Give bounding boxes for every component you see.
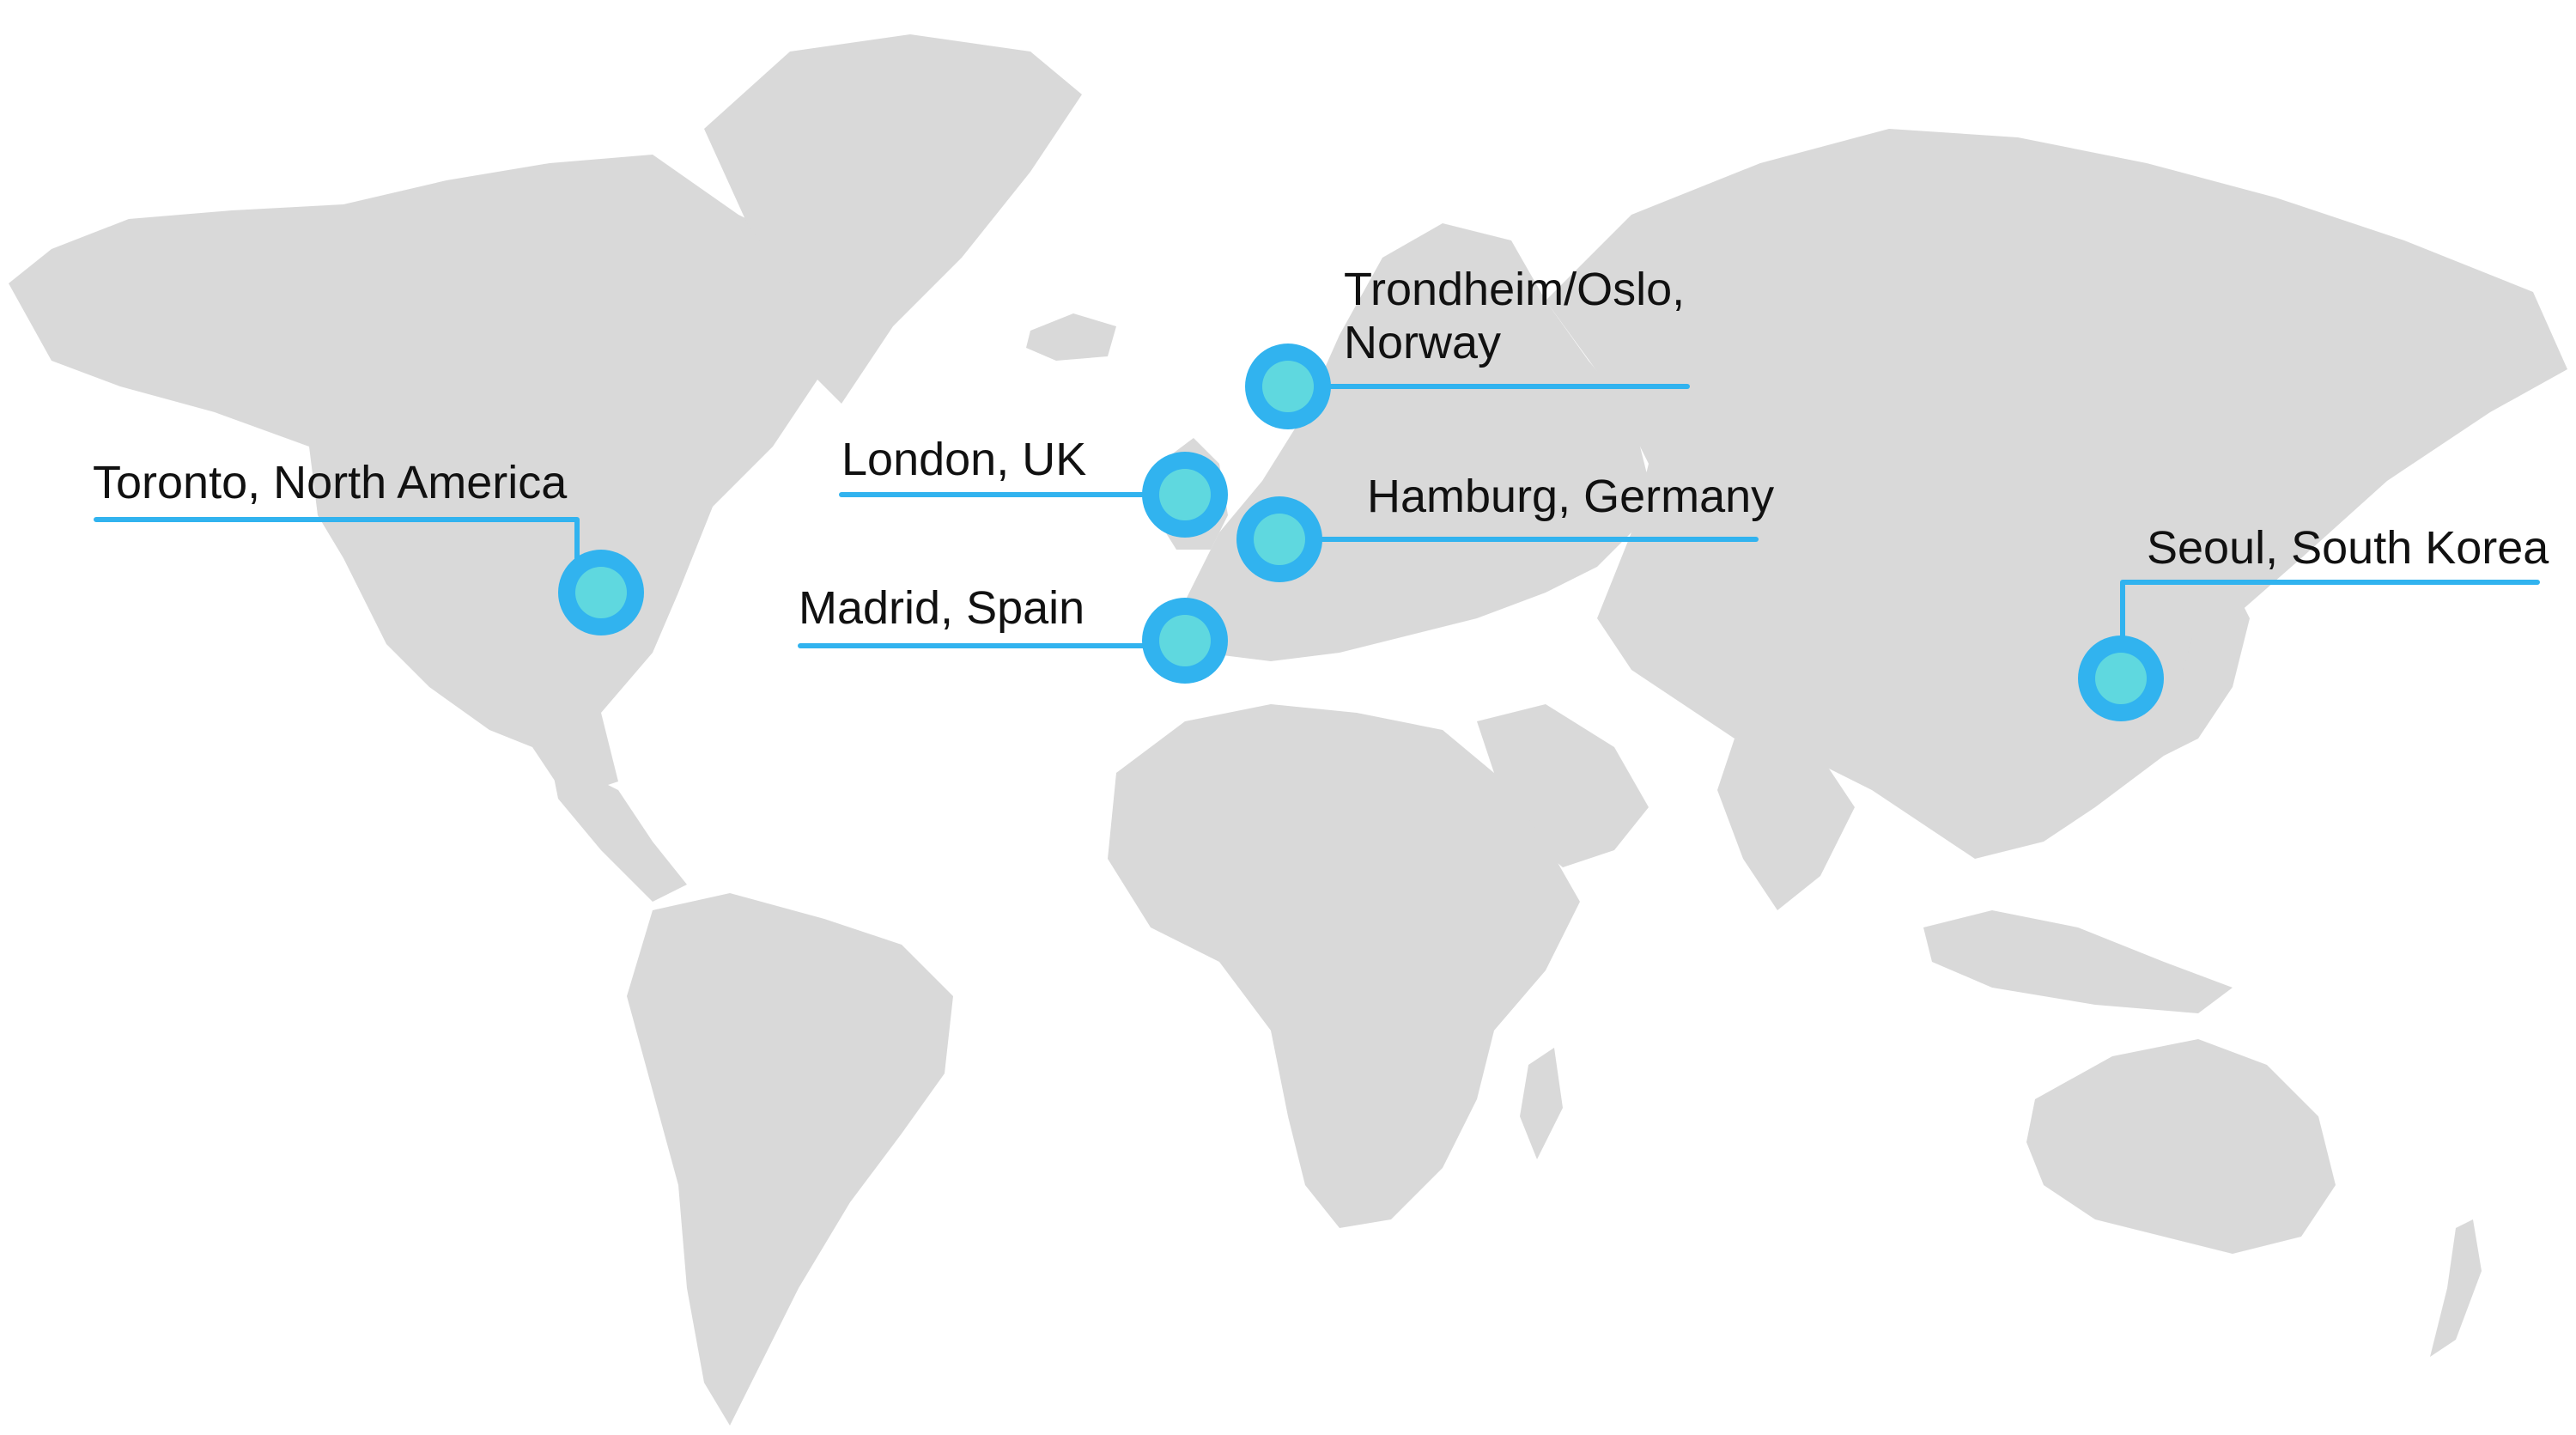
markers — [558, 344, 2164, 721]
landmass-north-america — [9, 155, 841, 799]
marker-hamburg[interactable] — [1236, 496, 1322, 582]
label-hamburg: Hamburg, Germany — [1367, 471, 1774, 522]
landmass-india — [1717, 739, 1855, 910]
marker-seoul[interactable] — [2078, 635, 2164, 721]
landmass-iceland — [1026, 313, 1116, 361]
label-toronto: Toronto, North America — [93, 457, 568, 508]
marker-toronto[interactable] — [558, 550, 644, 635]
labels: Toronto, North America London, UK Madrid… — [93, 264, 2549, 634]
marker-london[interactable] — [1142, 452, 1228, 538]
label-london: London, UK — [841, 434, 1086, 485]
landmass-asia — [1546, 129, 2567, 859]
landmass-australia — [2026, 1039, 2336, 1254]
landmass-central-america — [550, 756, 687, 902]
label-trondheim-oslo-line2: Norway — [1344, 317, 1501, 368]
landmass-southeast-asia — [1923, 910, 2233, 1013]
landmass-japan — [2164, 584, 2250, 756]
landmass-south-america — [627, 893, 953, 1426]
label-madrid: Madrid, Spain — [799, 582, 1084, 634]
label-seoul: Seoul, South Korea — [2147, 522, 2549, 574]
landmass-madagascar — [1520, 1048, 1563, 1159]
landmass-new-zealand — [2430, 1219, 2482, 1357]
landmass-greenland — [704, 34, 1082, 404]
label-trondheim-oslo-line1: Trondheim/Oslo, — [1344, 264, 1685, 315]
marker-trondheim-oslo[interactable] — [1245, 344, 1331, 429]
landmasses — [9, 34, 2567, 1426]
landmass-africa — [1108, 704, 1580, 1228]
marker-madrid[interactable] — [1142, 598, 1228, 684]
